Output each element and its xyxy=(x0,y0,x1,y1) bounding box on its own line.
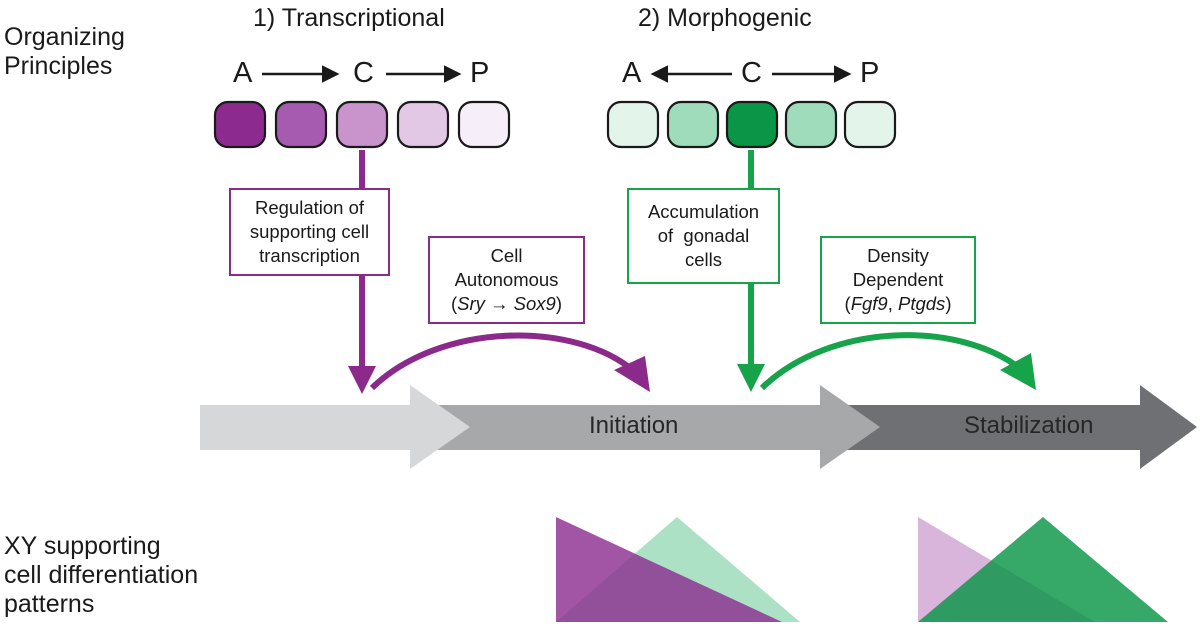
morphogenic-heading: 2) Morphogenic xyxy=(638,4,812,32)
stage-arrow-dark xyxy=(825,385,1197,469)
cell-center xyxy=(335,100,389,149)
morphogenic-posterior-letter: P xyxy=(860,57,880,89)
cell-anterior xyxy=(213,100,267,149)
cell-posterior xyxy=(843,100,897,149)
stabilization-pattern-triangles xyxy=(918,517,1168,622)
transcriptional-cell-row xyxy=(213,100,511,149)
gene-line: (Fgf9, Ptgds) xyxy=(844,293,952,314)
transcriptional-anterior-letter: A xyxy=(233,57,253,89)
green-triangle xyxy=(918,517,1168,622)
morphogenic-cell-row xyxy=(606,100,897,149)
regulation-box: Regulation of supporting cell transcript… xyxy=(229,188,390,276)
accumulation-box: Accumulation of gonadal cells xyxy=(627,188,780,284)
transcriptional-down-arrow xyxy=(348,150,376,394)
stabilization-stage-label: Stabilization xyxy=(964,412,1094,439)
stage-arrow-light xyxy=(200,385,470,469)
morphogenic-down-arrow xyxy=(737,150,765,392)
density-dependent-box: Density Dependent (Fgf9, Ptgds) xyxy=(820,236,976,324)
cell-autonomous-curved-arrow xyxy=(369,332,650,392)
initiation-pattern-triangles xyxy=(556,517,800,622)
stage-arrows xyxy=(200,385,1197,469)
cell-autonomous-box: Cell Autonomous (Sry → Sox9) xyxy=(428,236,585,324)
cell-2 xyxy=(274,100,328,149)
transcriptional-posterior-letter: P xyxy=(470,57,490,89)
stage-arrow-mid xyxy=(425,385,880,469)
initiation-stage-label: Initiation xyxy=(589,412,679,439)
density-dependent-curved-arrow xyxy=(759,332,1036,391)
morphogenic-anterior-letter: A xyxy=(622,57,642,89)
cell-2 xyxy=(666,100,720,149)
cell-anterior xyxy=(606,100,660,149)
cell-center xyxy=(725,100,779,149)
organizing-principles-label: Organizing Principles xyxy=(4,23,125,80)
gene-line: (Sry → Sox9) xyxy=(450,293,563,314)
xy-patterns-label: XY supporting cell differentiation patte… xyxy=(4,532,199,618)
morphogenic-center-letter: C xyxy=(741,57,762,89)
cell-4 xyxy=(784,100,838,149)
cell-4 xyxy=(396,100,450,149)
cell-posterior xyxy=(457,100,511,149)
transcriptional-center-letter: C xyxy=(353,57,374,89)
transcriptional-heading: 1) Transcriptional xyxy=(253,4,445,32)
purple-triangle xyxy=(556,517,782,622)
